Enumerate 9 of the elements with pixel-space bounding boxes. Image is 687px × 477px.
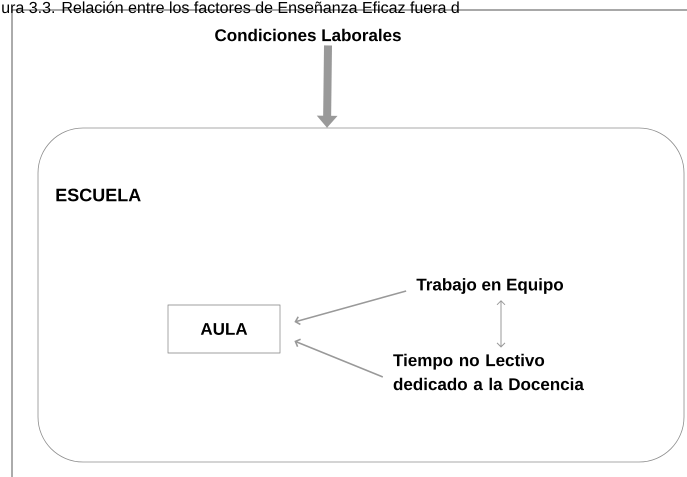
factor-label: Tiempo no Lectivo dedicado a la Docencia bbox=[393, 354, 584, 390]
double-arrow bbox=[496, 300, 506, 348]
factor-label: Trabajo en Equipo bbox=[416, 278, 564, 294]
classroom-box: AULA bbox=[168, 304, 280, 354]
input-label: Condiciones Laborales bbox=[215, 28, 401, 42]
section-heading: ESCUELA bbox=[56, 188, 141, 202]
arrow bbox=[294, 338, 384, 378]
caption: ura 3.3. Relación entre los factores de Enseñanza Eficaz fuera d bbox=[2, 1, 459, 14]
arrow bbox=[294, 290, 406, 326]
